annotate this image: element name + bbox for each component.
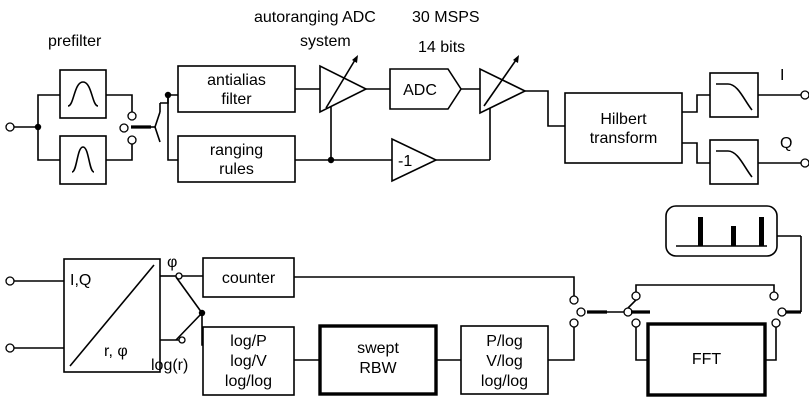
ranging-rules-block: [177, 135, 296, 183]
output-q-label: Q: [780, 135, 792, 152]
hilbert-transform-block: [564, 92, 683, 164]
prefilter-label: prefilter: [48, 33, 102, 50]
bandpass-filter-wide: [59, 69, 107, 119]
ranging-rules-label-2: rules: [219, 161, 254, 178]
output-q-terminal: [800, 158, 809, 168]
fft-label: FFT: [692, 351, 722, 368]
antilog-converter-label-3: log/log: [481, 373, 528, 390]
antilog-converter-block: [460, 325, 549, 395]
bit-depth-label: 14 bits: [418, 39, 465, 56]
lowpass-filter-icon: [716, 83, 753, 111]
adc-label: ADC: [403, 82, 437, 99]
input-q-terminal: [5, 343, 15, 353]
counter-label: counter: [222, 270, 276, 287]
antialias-filter-label: antialias: [207, 72, 266, 89]
inverter-label: -1: [398, 153, 412, 170]
antilog-converter-label: P/log: [486, 333, 522, 350]
inverter-block: [391, 137, 438, 183]
bandpass-filter-narrow: [59, 135, 107, 185]
prefilter-switch-pivot: [119, 123, 129, 133]
phi-label: φ: [167, 254, 177, 271]
output-switch-pivot: [576, 307, 586, 317]
spectrum-display-icon: [665, 205, 778, 257]
lowpass-filter-i: [709, 72, 759, 118]
adc-block: [389, 68, 462, 110]
mode-switch-arm-lower: [175, 312, 203, 341]
lowpass-filter-q: [709, 139, 759, 185]
swept-rbw-block: [318, 324, 438, 396]
bandpass-filter-icon: [67, 81, 99, 107]
input-i-terminal: [5, 276, 15, 286]
amplifier-icon: [319, 55, 368, 114]
input-terminal: [5, 122, 15, 132]
log-converter-label-3: log/log: [225, 373, 272, 390]
sample-rate-label: 30 MSPS: [412, 9, 480, 26]
swept-rbw-label-2: RBW: [359, 360, 397, 377]
upper-chain: prefilter antialias filter ra: [5, 9, 809, 185]
lowpass-filter-icon: [716, 150, 753, 178]
converter-output-label: r, φ: [104, 343, 128, 360]
log-r-label: log(r): [151, 357, 188, 374]
hilbert-transform-label: Hilbert: [600, 111, 647, 128]
display-switch-pivot: [777, 307, 787, 317]
antilog-converter-label-2: V/log: [486, 353, 522, 370]
hilbert-transform-label-2: transform: [590, 130, 658, 147]
fft-block: [646, 322, 767, 397]
lower-chain: I,Q r, φ φ log(r) counter log/P log/V lo…: [5, 205, 802, 397]
amplifier-icon: [479, 55, 527, 115]
antialias-filter-label-2: filter: [221, 91, 252, 108]
log-converter-label: log/P: [230, 333, 266, 350]
swept-rbw-label: swept: [357, 340, 399, 357]
adc-system-label: autoranging ADC: [254, 9, 376, 26]
counter-block: [202, 257, 295, 298]
antialias-filter-block: [177, 65, 296, 113]
adc-system-label-2: system: [300, 33, 351, 50]
bandpass-filter-icon: [71, 146, 95, 173]
ranging-rules-label: ranging: [210, 142, 263, 159]
output-i-terminal: [800, 90, 809, 100]
log-converter-block: [202, 326, 295, 396]
mode-switch-arm-upper: [175, 276, 203, 314]
converter-input-label: I,Q: [70, 272, 91, 289]
log-converter-label-2: log/V: [230, 353, 267, 370]
output-i-label: I: [780, 67, 784, 84]
